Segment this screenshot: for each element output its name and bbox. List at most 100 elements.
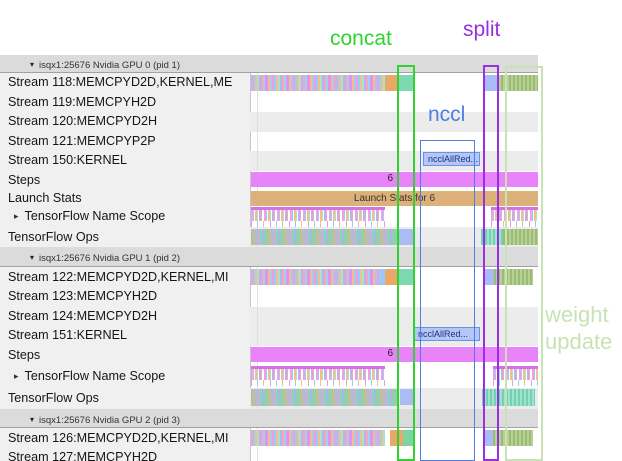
row-label[interactable]: Stream 120:MEMCPYD2H	[0, 112, 249, 132]
timeline-track: ncclAllRed...	[250, 151, 538, 171]
collapse-caret-icon[interactable]: ▾	[30, 414, 35, 424]
expand-caret-icon[interactable]: ▸	[14, 211, 19, 221]
row-label-text: Stream 121:MEMCPYP2P	[8, 133, 156, 148]
row-label-text: Stream 120:MEMCPYD2H	[8, 114, 158, 128]
row-label[interactable]: Stream 123:MEMCPYH2D	[0, 287, 249, 307]
row-label-text: Stream 118:MEMCPYD2D,KERNEL,ME	[8, 75, 233, 89]
process-header[interactable]: ▾ isqx1:25676 Nvidia GPU 0 (pid 1)	[0, 55, 538, 73]
row-label-text: Stream 151:KERNEL	[8, 328, 127, 342]
row-label[interactable]: Stream 122:MEMCPYD2D,KERNEL,MI	[0, 267, 249, 287]
timeline-track: 6	[250, 171, 538, 191]
row-label[interactable]: Stream 119:MEMCPYH2D	[0, 93, 249, 113]
annotation-nccl-label: nccl	[428, 103, 466, 126]
split-op-segment[interactable]	[483, 268, 494, 285]
gpu-activity-segment[interactable]	[251, 268, 380, 285]
timeline-track	[250, 227, 538, 247]
weight-update-segment[interactable]	[503, 228, 538, 245]
split-op-segment[interactable]	[483, 429, 493, 446]
tf-name-scope-segment[interactable]	[251, 366, 385, 386]
row-label-text: Launch Stats	[8, 191, 82, 205]
split-op-segment[interactable]	[400, 389, 413, 405]
row-label[interactable]: Stream 124:MEMCPYD2H	[0, 307, 249, 327]
row-label-text: TensorFlow Ops	[8, 230, 99, 244]
weight-update-segment[interactable]	[494, 268, 533, 285]
concat-op-segment[interactable]	[398, 74, 414, 91]
row-label-text: Stream 124:MEMCPYD2H	[8, 308, 158, 323]
row-background	[250, 112, 538, 132]
collapse-caret-icon[interactable]: ▾	[30, 253, 35, 262]
step-number: 6	[387, 348, 393, 359]
annotation-weight-update-label: weight update	[545, 302, 613, 354]
op-segment[interactable]	[385, 268, 397, 285]
timeline-track	[250, 388, 538, 409]
timeline-track	[250, 206, 538, 227]
row-label-text: TensorFlow Name Scope	[24, 209, 166, 223]
row-label-text: Stream 119:MEMCPYH2D	[8, 94, 157, 109]
row-label[interactable]: Stream 151:KERNEL	[0, 326, 249, 346]
annotation-split-rect	[482, 65, 499, 461]
annotation-concat-label: concat	[330, 27, 392, 50]
weight-update-segment[interactable]	[493, 429, 533, 446]
annotation-split-label: split	[463, 18, 501, 41]
row-label[interactable]: Stream 150:KERNEL	[0, 151, 249, 171]
tf-ops-segment[interactable]	[251, 228, 398, 245]
split-op-segment[interactable]	[483, 74, 497, 91]
row-label-text: Stream 126:MEMCPYD2D,KERNEL,MI	[8, 431, 229, 445]
timeline-track: Launch Stats for 6	[250, 190, 538, 206]
steps-bar[interactable]: 6	[251, 172, 538, 187]
gpu-activity-segment[interactable]	[251, 74, 385, 91]
row-label[interactable]: Stream 126:MEMCPYD2D,KERNEL,MI	[0, 428, 249, 448]
weight-update-segment[interactable]	[497, 74, 538, 91]
row-label[interactable]: Stream 118:MEMCPYD2D,KERNEL,ME	[0, 73, 249, 93]
launch-stats-bar[interactable]: Launch Stats for 6	[251, 190, 538, 206]
row-label-text: Steps	[8, 347, 41, 362]
process-header[interactable]: ▾ isqx1:25676 Nvidia GPU 2 (pid 3)	[0, 408, 538, 428]
process-header-label: isqx1:25676 Nvidia GPU 1 (pid 2)	[39, 253, 181, 264]
tf-name-scope-segment[interactable]	[493, 366, 538, 386]
timeline-track	[250, 428, 538, 448]
process-header[interactable]: ▾ isqx1:25676 Nvidia GPU 1 (pid 2)	[0, 247, 538, 267]
row-label[interactable]: Stream 121:MEMCPYP2P	[0, 132, 249, 152]
row-label[interactable]: Stream 127:MEMCPYH2D	[0, 448, 249, 461]
tf-ops-segment[interactable]	[482, 389, 535, 406]
process-header-label: isqx1:25676 Nvidia GPU 0 (pid 1)	[39, 60, 181, 71]
timeline-track	[250, 73, 538, 93]
row-label-text: TensorFlow Name Scope	[24, 369, 166, 383]
row-label[interactable]: TensorFlow Ops	[0, 388, 249, 409]
gpu-activity-segment[interactable]	[251, 429, 385, 446]
op-segment[interactable]	[390, 429, 403, 446]
row-label[interactable]: ▸ TensorFlow Name Scope	[0, 365, 249, 388]
timeline-track	[250, 267, 538, 287]
timeline-track	[250, 365, 538, 388]
row-label[interactable]: TensorFlow Ops	[0, 227, 249, 247]
op-segment[interactable]	[385, 74, 397, 91]
steps-bar[interactable]: 6	[251, 347, 538, 362]
row-label[interactable]: ▸ TensorFlow Name Scope	[0, 206, 249, 227]
row-label-text: TensorFlow Ops	[8, 390, 99, 405]
row-label-text: Stream 127:MEMCPYH2D	[8, 450, 158, 461]
row-label-text: Stream 122:MEMCPYD2D,KERNEL,MI	[8, 270, 229, 284]
concat-op-segment[interactable]	[403, 429, 415, 446]
op-segment[interactable]	[380, 268, 385, 285]
row-background	[250, 306, 538, 326]
step-number: 6	[387, 173, 393, 184]
row-label-text: Stream 150:KERNEL	[8, 153, 127, 167]
timeline-track: 6	[250, 346, 538, 366]
row-label[interactable]: Steps	[0, 171, 249, 191]
annotation-weight-update-rect	[505, 66, 543, 461]
row-label[interactable]: Launch Stats	[0, 190, 249, 206]
expand-caret-icon[interactable]: ▸	[14, 371, 19, 381]
split-op-segment[interactable]	[399, 228, 414, 245]
annotation-concat-rect	[397, 65, 415, 461]
tf-name-scope-segment[interactable]	[251, 207, 385, 227]
row-label-text: Steps	[8, 172, 41, 187]
concat-op-segment[interactable]	[398, 268, 413, 285]
row-label[interactable]: Steps	[0, 346, 249, 366]
process-header-label: isqx1:25676 Nvidia GPU 2 (pid 3)	[39, 414, 181, 426]
tf-ops-segment[interactable]	[251, 389, 398, 406]
nccl-event-bar[interactable]: ncclAllRed...	[423, 152, 480, 166]
tf-name-scope-segment[interactable]	[491, 207, 538, 227]
collapse-caret-icon[interactable]: ▾	[30, 60, 35, 69]
annotation-nccl-rect	[420, 140, 475, 461]
